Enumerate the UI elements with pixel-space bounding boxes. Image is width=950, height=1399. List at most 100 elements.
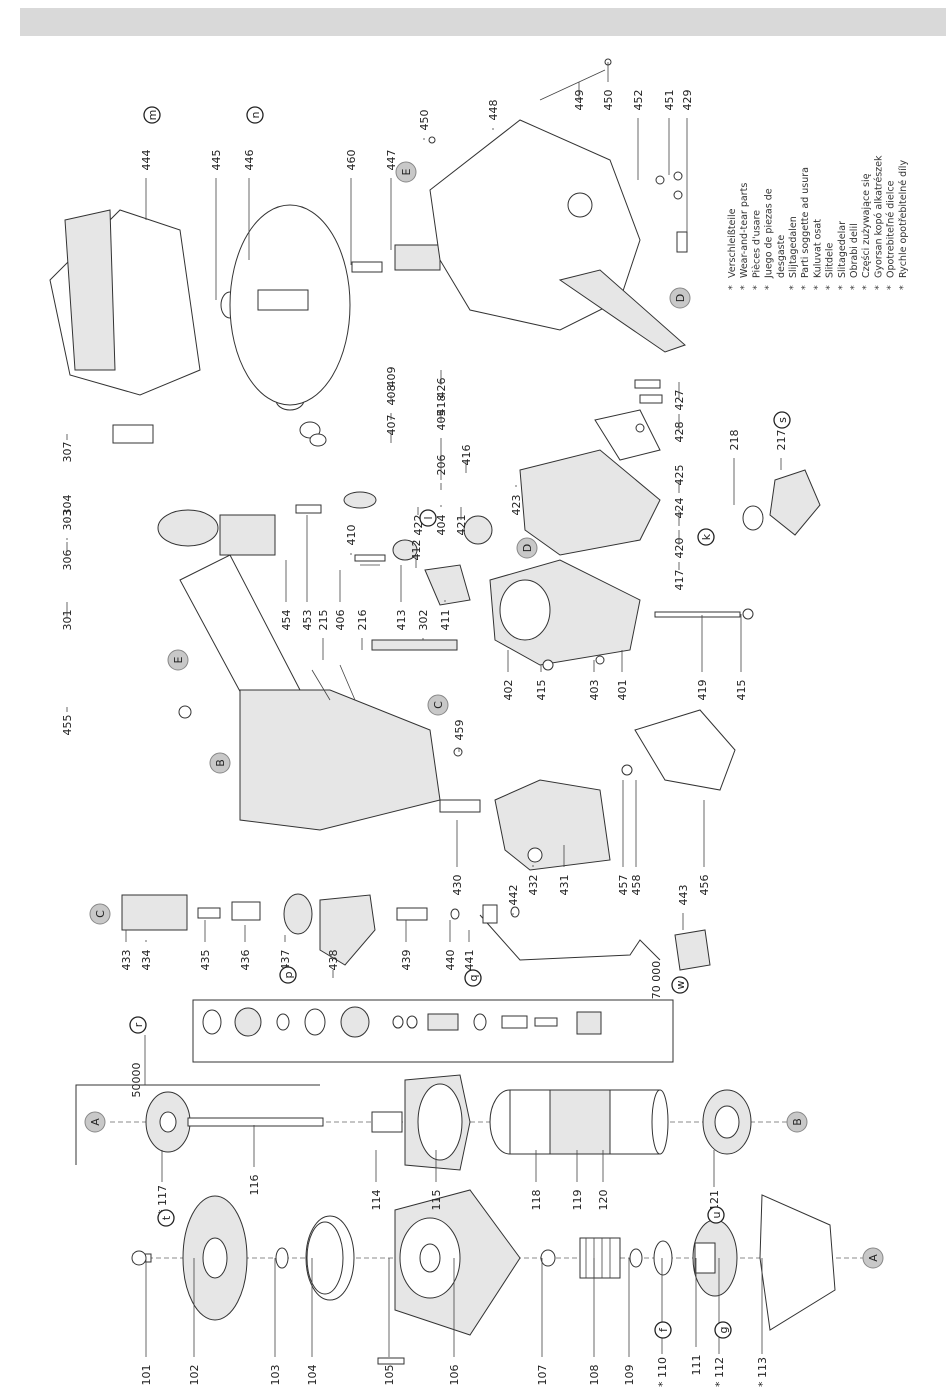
callout-429: 429 (681, 90, 694, 111)
part-451-452 (655, 171, 683, 200)
legend-bullet: * (886, 285, 897, 290)
svg-text:l: l (422, 516, 435, 519)
legend-bullet: * (739, 285, 750, 290)
svg-text:D: D (674, 294, 687, 302)
part-107 (540, 1249, 556, 1267)
legend-item: Wear-and-tear parts (739, 183, 750, 278)
callout-434: 434 (140, 950, 153, 971)
svg-text:r: r (132, 1022, 145, 1027)
callout-441: 441 (463, 950, 476, 971)
badge-q: q (464, 969, 482, 987)
badge-g: g (714, 1321, 732, 1339)
callout-433: 433 (120, 950, 133, 971)
legend-item: Części zużywające się (861, 173, 872, 278)
part-430 (439, 799, 481, 813)
legend-bullet: * (812, 285, 823, 290)
part-439 (396, 907, 428, 921)
svg-text:m: m (146, 110, 159, 121)
legend-item: Verschleißteile (727, 208, 738, 278)
badge-c1: C (89, 903, 111, 925)
legend-item: Opotrebiteľné dielce (886, 180, 897, 278)
callout-443: 443 (677, 885, 690, 906)
callout-411: 411 (439, 610, 452, 631)
callout-427: 427 (673, 390, 686, 411)
header-bar (20, 8, 946, 36)
part-437 (283, 893, 313, 935)
part-426-427 (634, 379, 663, 404)
svg-text:p: p (282, 971, 295, 978)
part-117 (145, 1091, 191, 1153)
part-435 (197, 907, 221, 919)
callout-437: 437 (279, 950, 292, 971)
callout-457: 457 (617, 875, 630, 896)
callout-426: 426 (435, 378, 448, 399)
callout-460: 460 (345, 150, 358, 171)
part-459 (453, 747, 463, 757)
callout-454: 454 (280, 610, 293, 631)
callout-402: 402 (502, 680, 515, 701)
legend-item: Parti soggette ad usura (800, 167, 811, 278)
callout-444: 444 (140, 150, 153, 171)
svg-text:n: n (249, 111, 262, 118)
badge-d1: D (669, 287, 691, 309)
legend-item: Kuluvat osat (812, 219, 823, 278)
badge-m: m (143, 106, 161, 124)
part-303-304-306 (157, 509, 219, 547)
callout-302: 302 (417, 610, 430, 631)
callout-303: 303 (61, 510, 74, 531)
callout-404: 404 (435, 515, 448, 536)
callout-451: 451 (663, 90, 676, 111)
legend-item: Slijtagedalen (788, 216, 799, 278)
callout-419: 419 (696, 680, 709, 701)
part-404-405-206 (343, 491, 377, 509)
part-d-handle (558, 269, 686, 353)
callout-440: 440 (444, 950, 457, 971)
callout-118: 118 (530, 1190, 543, 1211)
part-119 (549, 1089, 611, 1155)
svg-text:A: A (867, 1254, 880, 1262)
legend-bullet: * (751, 285, 762, 290)
callout-119: 119 (571, 1190, 584, 1211)
callout-423: 423 (510, 495, 523, 516)
callout-459: 459 (453, 720, 466, 741)
part-118 (489, 1089, 551, 1155)
callout-307: 307 (61, 442, 74, 463)
part-115 (404, 1074, 471, 1171)
callout-425: 425 (673, 465, 686, 486)
callout-408: 408 (385, 385, 398, 406)
callout-105: 105 (383, 1365, 396, 1386)
part-113 (759, 1194, 836, 1331)
part-418 (594, 409, 661, 461)
badge-f: f (654, 1321, 672, 1339)
badge-b1: B (786, 1111, 808, 1133)
callout-409: 409 (385, 367, 398, 388)
callout-446: 446 (243, 150, 256, 171)
callout-430: 430 (451, 875, 464, 896)
part-449 (539, 69, 606, 101)
svg-text:D: D (521, 544, 534, 552)
legend-item: Obrabi delil (849, 223, 860, 278)
legend-bullet: * (788, 285, 799, 290)
badge-a1: A (84, 1111, 106, 1133)
callout-438: 438 (327, 950, 340, 971)
legend-item: Juego de piezas de (764, 188, 775, 279)
callout-215: 215 (317, 610, 330, 631)
part-429 (676, 231, 688, 253)
part-416-424 (519, 449, 661, 556)
svg-text:E: E (172, 656, 185, 663)
part-432 (527, 847, 543, 863)
legend-bullet: * (727, 285, 738, 290)
part-110 (653, 1240, 673, 1276)
badge-t: t (157, 1209, 175, 1227)
callout-217: 217 (775, 430, 788, 451)
svg-text:k: k (700, 533, 713, 540)
callout-413: 413 (395, 610, 408, 631)
legend-item: Pièces d'usare (751, 210, 762, 278)
badge-e1: E (167, 649, 189, 671)
badge-l: l (419, 509, 437, 527)
svg-text:g: g (717, 1327, 730, 1334)
part-446 (229, 204, 351, 406)
part-447 (394, 244, 441, 271)
callout-114: 114 (370, 1190, 383, 1211)
part-102 (182, 1195, 248, 1321)
